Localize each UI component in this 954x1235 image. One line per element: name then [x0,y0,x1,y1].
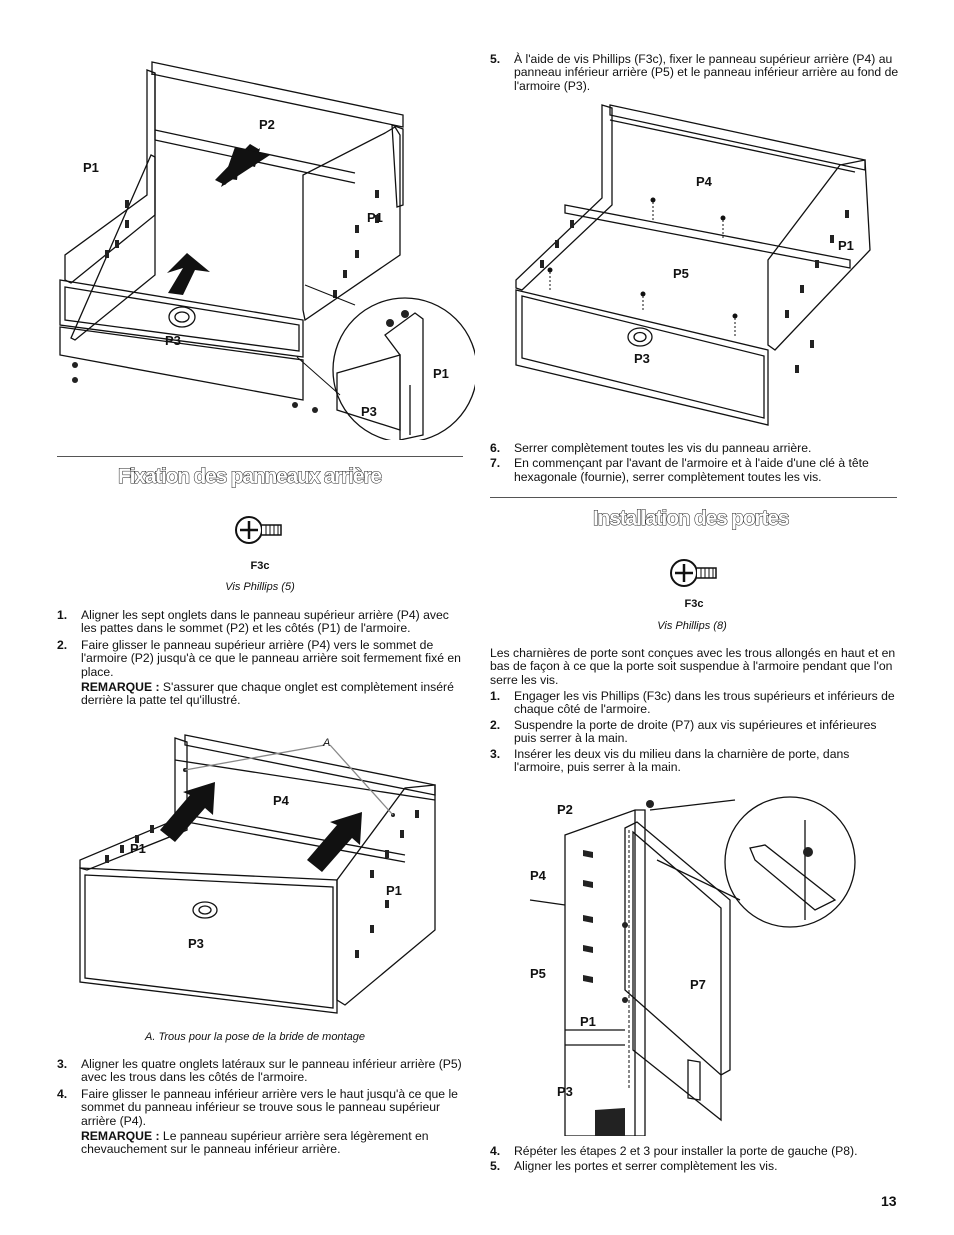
step-text: Insérer les deux vis du milieu dans la c… [514,746,850,775]
step-number: 1. [57,608,68,622]
fig1-detail-label-p1: P1 [433,366,449,381]
step-note: REMARQUE : Le panneau supérieur arrière … [81,1129,463,1157]
note-text: S'assurer que chaque onglet est complète… [81,680,454,708]
fig3-label-p4: P4 [696,174,712,189]
figure-3-lower-back-panel: P4 P1 P5 P3 [510,100,885,430]
screw-caption-left: Vis Phillips (5) [225,581,295,593]
fig1-detail-label-p3: P3 [361,404,377,419]
screw-code-right: F3c [684,598,704,610]
fig4-label-p2: P2 [557,802,573,817]
screw-code-left: F3c [250,560,270,572]
list-item: 5. Aligner les portes et serrer complète… [490,1159,900,1174]
step-text: Engager les vis Phillips (F3c) dans les … [514,689,895,717]
fig2-label-p1-left: P1 [130,841,146,856]
step-text: En commençant par l'avant de l'armoire e… [514,456,869,484]
step-number: 2. [57,637,68,652]
step-note: REMARQUE : S'assurer que chaque onglet e… [81,680,463,708]
left-section-divider [57,456,463,457]
figure-2-top-back-panel: A P4 P1 P1 P3 [75,730,445,1025]
step-number: 7. [490,456,501,471]
list-item: 1. Aligner les sept onglets dans le pann… [57,608,463,636]
note-text: Le panneau supérieur arrière sera légère… [81,1129,429,1157]
step-text: Aligner les portes et serrer complètemen… [514,1159,778,1174]
steps-list-left-a: 1. Aligner les sept onglets dans le pann… [57,608,463,710]
fig4-label-p3: P3 [557,1084,573,1099]
phillips-screw-icon-right [668,556,720,590]
steps-list-right-end: 4. Répéter les étapes 2 et 3 pour instal… [490,1144,900,1176]
steps-list-doors: 1. Engager les vis Phillips (F3c) dans l… [490,689,900,776]
fig2-caption: A. Trous pour la pose de la bride de mon… [145,1031,365,1043]
step-number: 1. [490,689,501,703]
steps-list-right-mid: 6. Serrer complètement toutes les vis du… [490,441,900,486]
fig3-label-p1: P1 [838,238,854,253]
doors-intro-paragraph: Les charnières de porte sont conçues ave… [490,646,896,687]
step-number: 4. [490,1144,501,1158]
step-number: 6. [490,441,501,455]
fig4-label-p5: P5 [530,966,546,981]
list-item: 5. À l'aide de vis Phillips (F3c), fixer… [490,52,900,93]
list-item: 1. Engager les vis Phillips (F3c) dans l… [490,689,900,717]
figure-4-door-hinge: P2 P4 P5 P7 P1 P3 [525,790,865,1136]
list-item: 2. Faire glisser le panneau supérieur ar… [57,637,463,708]
fig1-label-p1-left: P1 [83,160,99,175]
note-label: REMARQUE : [81,1129,160,1144]
list-item: 6. Serrer complètement toutes les vis du… [490,441,900,455]
figure-1-cabinet-side-panels: P2 P1 P1 P3 P1 P3 [55,55,475,440]
step-text: À l'aide de vis Phillips (F3c), fixer le… [514,52,899,93]
list-item: 7. En commençant par l'avant de l'armoir… [490,456,900,484]
section-title-back-panels: Fixation des panneaux arrière [118,465,383,489]
list-item: 2. Suspendre la porte de droite (P7) aux… [490,717,900,746]
list-item: 4. Répéter les étapes 2 et 3 pour instal… [490,1144,900,1158]
steps-list-right-top: 5. À l'aide de vis Phillips (F3c), fixer… [490,52,900,95]
step-number: 5. [490,52,501,66]
fig3-label-p3: P3 [634,351,650,366]
step-text: Suspendre la porte de droite (P7) aux vi… [514,717,877,746]
step-number: 2. [490,717,501,732]
step-text: Aligner les sept onglets dans le panneau… [81,608,449,636]
fig2-label-p1-right: P1 [386,883,402,898]
fig1-label-p2: P2 [259,117,275,132]
fig2-label-a: A [323,737,331,749]
section-title-doors: Installation des portes [592,507,789,531]
fig2-label-p3: P3 [188,936,204,951]
list-item: 3. Aligner les quatre onglets latéraux s… [57,1057,463,1085]
steps-list-left-b: 3. Aligner les quatre onglets latéraux s… [57,1057,463,1159]
step-number: 3. [490,746,501,761]
list-item: 4. Faire glisser le panneau inférieur ar… [57,1086,463,1157]
step-number: 3. [57,1057,68,1071]
fig2-label-p4: P4 [273,793,289,808]
fig4-label-p4: P4 [530,868,546,883]
right-section-divider [490,497,897,498]
step-text: Serrer complètement toutes les vis du pa… [514,441,812,455]
step-text: Faire glisser le panneau inférieur arriè… [81,1086,458,1128]
step-text: Faire glisser le panneau supérieur arriè… [81,637,461,679]
fig3-label-p5: P5 [673,266,689,281]
list-item: 3. Insérer les deux vis du milieu dans l… [490,746,900,775]
step-text: Répéter les étapes 2 et 3 pour installer… [514,1144,858,1158]
fig1-label-p3: P3 [165,333,181,348]
fig1-label-p1-right: P1 [367,210,383,225]
step-text: Aligner les quatre onglets latéraux sur … [81,1057,462,1085]
fig4-label-p1: P1 [580,1014,596,1029]
phillips-screw-icon [233,513,285,547]
step-number: 5. [490,1159,501,1174]
screw-caption-right: Vis Phillips (8) [657,620,727,632]
note-label: REMARQUE : [81,680,160,695]
step-number: 4. [57,1086,68,1101]
page-number: 13 [881,1193,897,1209]
fig4-label-p7: P7 [690,977,706,992]
